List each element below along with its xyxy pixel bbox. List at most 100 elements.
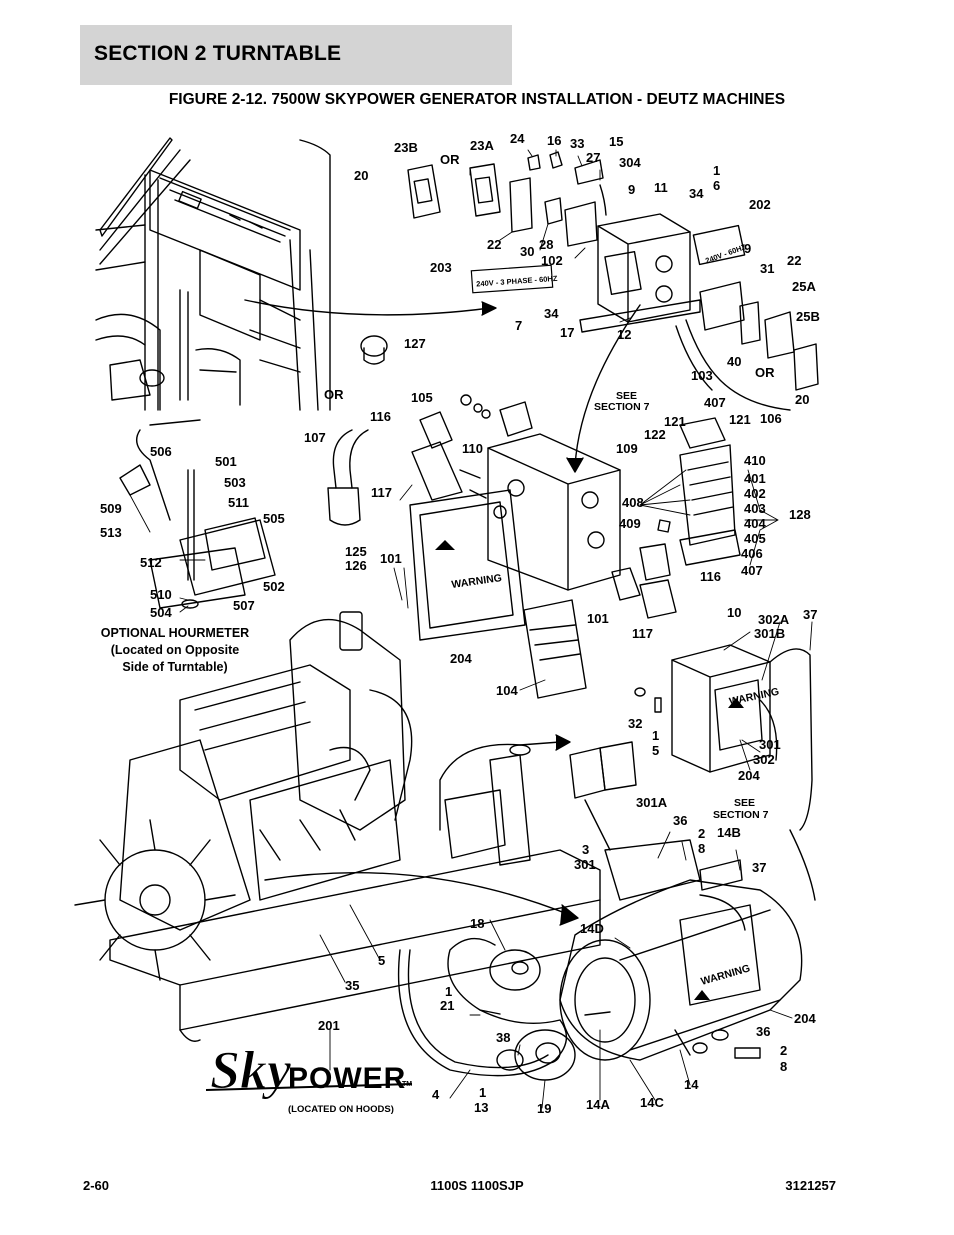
callout: 204 bbox=[450, 651, 472, 666]
callout: 23A bbox=[470, 138, 494, 153]
relay-box bbox=[671, 644, 813, 831]
callout: 125 bbox=[345, 544, 367, 559]
logo-power-text: POWER bbox=[288, 1062, 406, 1095]
callout: 512 bbox=[140, 555, 162, 570]
terminal-block bbox=[657, 417, 741, 566]
callout: 513 bbox=[100, 525, 122, 540]
callout: 25B bbox=[796, 309, 820, 324]
console-frame-drawing bbox=[95, 137, 331, 411]
callout: 506 bbox=[150, 444, 172, 459]
callout: 14A bbox=[586, 1097, 610, 1112]
callout: 31 bbox=[760, 261, 774, 276]
callout: 5 bbox=[378, 953, 385, 968]
callout: 509 bbox=[100, 501, 122, 516]
callout: OR bbox=[755, 365, 775, 380]
see-section-note: SEE bbox=[734, 797, 755, 809]
lower-junction-box bbox=[409, 433, 621, 699]
callout: 407 bbox=[741, 563, 763, 578]
callout: 16 bbox=[547, 133, 561, 148]
callout: OR bbox=[440, 152, 460, 167]
callout: 5 bbox=[652, 743, 659, 758]
callout: 121 bbox=[729, 412, 751, 427]
callout: 40 bbox=[727, 354, 741, 369]
switch-plates bbox=[407, 151, 607, 247]
callout: 204 bbox=[794, 1011, 816, 1026]
callout: 34 bbox=[689, 186, 704, 201]
callout: 14C bbox=[640, 1095, 664, 1110]
callout: 117 bbox=[371, 485, 392, 500]
callout: 302 bbox=[753, 752, 775, 767]
callout: 32 bbox=[628, 716, 642, 731]
hourmeter-assembly bbox=[119, 419, 276, 609]
callout: 104 bbox=[496, 683, 518, 698]
section-header: SECTION 2 TURNTABLE bbox=[80, 25, 512, 85]
callout: 403 bbox=[744, 501, 766, 516]
skypower-logo: Sky POWER TM bbox=[205, 1040, 412, 1101]
callout: 116 bbox=[700, 569, 721, 584]
callout: 410 bbox=[744, 453, 766, 468]
warning-label: WARNING bbox=[451, 572, 503, 591]
callout: 101 bbox=[380, 551, 402, 566]
callout: 20 bbox=[795, 392, 809, 407]
model-number: 1100S 1100SJP bbox=[430, 1178, 524, 1193]
callout: 38 bbox=[496, 1030, 510, 1045]
callout: 12 bbox=[617, 327, 631, 342]
callout: 116 bbox=[370, 409, 391, 424]
callout: 202 bbox=[749, 197, 771, 212]
callout: OR bbox=[324, 387, 344, 402]
upper-junction-box bbox=[579, 213, 701, 333]
callout: 203 bbox=[430, 260, 452, 275]
callout: 17 bbox=[560, 325, 574, 340]
callout: 1 bbox=[713, 163, 720, 178]
callout: 24 bbox=[510, 131, 525, 146]
callout: 406 bbox=[741, 546, 763, 561]
warning-label: WARNING bbox=[728, 686, 780, 708]
hourmeter-note-line3: Side of Turntable) bbox=[122, 660, 227, 674]
callout: 127 bbox=[404, 336, 426, 351]
callout: 19 bbox=[537, 1101, 551, 1116]
callout: 30 bbox=[520, 244, 534, 259]
callout: 6 bbox=[713, 178, 720, 193]
section-title: SECTION 2 TURNTABLE bbox=[94, 42, 342, 65]
callout: 14 bbox=[684, 1077, 699, 1092]
callout: 34 bbox=[544, 306, 559, 321]
callout: 105 bbox=[411, 390, 433, 405]
callout: 501 bbox=[215, 454, 237, 469]
callout: 15 bbox=[609, 134, 623, 149]
see-section-note: SECTION 7 bbox=[713, 809, 769, 821]
callout: 401 bbox=[744, 471, 766, 486]
callout: 402 bbox=[744, 486, 766, 501]
callout: 22 bbox=[487, 237, 501, 252]
leader-lines bbox=[129, 149, 813, 1109]
callout: 106 bbox=[760, 411, 782, 426]
callout: 27 bbox=[586, 150, 600, 165]
callout: 103 bbox=[691, 368, 713, 383]
callout: 21 bbox=[440, 998, 454, 1013]
callout: 4 bbox=[432, 1087, 440, 1102]
callout: 107 bbox=[304, 430, 326, 445]
callout: 11 bbox=[654, 180, 668, 195]
callout: 301A bbox=[636, 795, 668, 810]
callout: 1 bbox=[479, 1085, 486, 1100]
callout: 507 bbox=[233, 598, 255, 613]
callout: 3 bbox=[582, 842, 589, 857]
hz-decal-text: 240V - 60HZ bbox=[704, 242, 747, 265]
logo-location-note: (LOCATED ON HOODS) bbox=[288, 1104, 394, 1115]
callout: 1 bbox=[652, 728, 659, 743]
warning-label: WARNING bbox=[700, 962, 752, 988]
generator-drawing bbox=[397, 829, 816, 1081]
callout: 503 bbox=[224, 475, 246, 490]
callout: 126 bbox=[345, 558, 367, 573]
callout: 36 bbox=[756, 1024, 770, 1039]
callout: 201 bbox=[318, 1018, 340, 1033]
callout: 404 bbox=[744, 516, 766, 531]
hourmeter-note-line1: OPTIONAL HOURMETER bbox=[101, 626, 249, 640]
callout: 9 bbox=[628, 182, 635, 197]
callout: 28 bbox=[539, 237, 553, 252]
callout: 510 bbox=[150, 587, 172, 602]
callout: 2 bbox=[780, 1043, 787, 1058]
arrow-to-decal bbox=[244, 299, 491, 316]
hourmeter-note-line2: (Located on Opposite bbox=[111, 643, 240, 657]
callout: 23B bbox=[394, 140, 418, 155]
callout: 8 bbox=[780, 1059, 787, 1074]
